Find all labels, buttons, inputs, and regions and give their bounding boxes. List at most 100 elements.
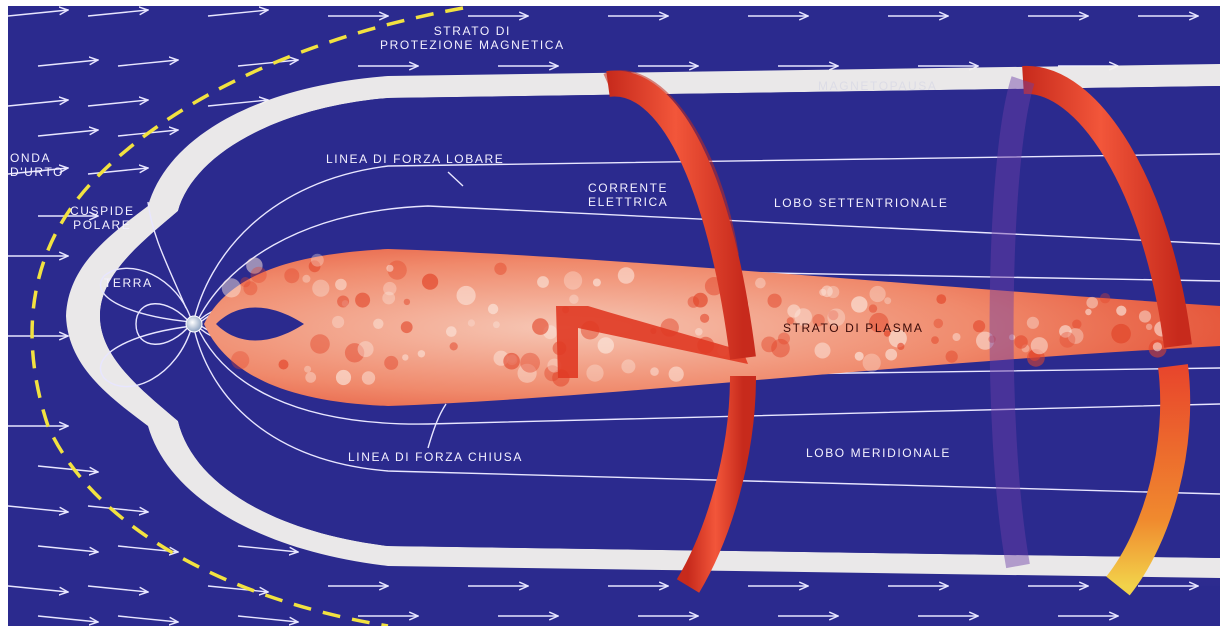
plasma-spot <box>695 328 703 336</box>
plasma-spot <box>304 366 311 373</box>
plasma-sheet-label: STRATO DI PLASMA <box>783 321 924 335</box>
plasma-spot <box>869 304 877 312</box>
plasma-spot <box>1085 309 1091 315</box>
north-lobe-label: LOBO SETTENTRIONALE <box>774 196 948 210</box>
plasma-spot <box>885 349 897 361</box>
plasma-spot <box>494 263 506 275</box>
plasma-spot <box>251 267 267 283</box>
polar-cusp-line-1: CUSPIDE <box>70 204 135 218</box>
plasma-spot <box>768 294 782 308</box>
plasma-spot <box>384 356 398 370</box>
bow-shock-line-2: D'URTO <box>10 165 64 179</box>
plasma-spot <box>373 319 383 329</box>
plasma-spot <box>855 352 864 361</box>
plasma-spot <box>851 296 867 312</box>
plasma-spot <box>468 319 475 326</box>
plasma-spot <box>243 281 257 295</box>
plasma-spot <box>457 286 476 305</box>
plasma-spot <box>335 279 347 291</box>
plasma-spot <box>1086 297 1098 309</box>
plasma-spot <box>1100 293 1110 303</box>
shield-layer-line-1: STRATO DI <box>380 24 565 38</box>
polar-cusp-label: CUSPIDE POLARE <box>70 204 135 232</box>
plasma-spot <box>586 365 603 382</box>
magnetosphere-diagram: STRATO DI PROTEZIONE MAGNETICA MAGNETOPA… <box>8 6 1220 626</box>
plasma-spot <box>503 353 520 370</box>
plasma-spot <box>446 326 457 337</box>
plasma-spot <box>422 274 438 290</box>
plasma-spot <box>312 280 329 297</box>
plasma-spot <box>598 337 614 353</box>
plasma-spot <box>1031 337 1048 354</box>
lobe-field-line-label: LINEA DI FORZA LOBARE <box>326 152 504 166</box>
plasma-spot <box>418 350 425 357</box>
plasma-spot <box>1116 306 1126 316</box>
plasma-spot <box>870 286 886 302</box>
plasma-spot <box>934 319 944 329</box>
south-lobe-label: LOBO MERIDIONALE <box>806 446 951 460</box>
plasma-spot <box>1014 335 1027 348</box>
magnetopause-label: MAGNETOPAUSA <box>818 79 937 93</box>
plasma-spot <box>1027 317 1039 329</box>
plasma-spot <box>1146 324 1152 330</box>
plasma-spot <box>819 289 826 296</box>
plasma-spot <box>693 293 708 308</box>
plasma-spot <box>222 278 241 297</box>
plasma-spot <box>1139 310 1151 322</box>
plasma-spot <box>827 286 839 298</box>
plasma-spot <box>1153 342 1162 351</box>
plasma-spot <box>336 370 351 385</box>
plasma-spot <box>488 304 498 314</box>
plasma-spot <box>1072 320 1081 329</box>
plasma-spot <box>863 354 881 372</box>
plasma-spot <box>520 353 540 373</box>
plasma-spot <box>669 367 684 382</box>
plasma-spot <box>358 341 374 357</box>
plasma-spot <box>332 316 344 328</box>
plasma-spot <box>936 294 946 304</box>
plasma-spot <box>897 343 904 350</box>
plasma-spot <box>284 268 299 283</box>
diagram-canvas <box>8 6 1220 626</box>
plasma-spot <box>564 271 582 289</box>
plasma-spot <box>401 321 413 333</box>
shield-layer-label: STRATO DI PROTEZIONE MAGNETICA <box>380 24 565 52</box>
plasma-spot <box>404 299 410 305</box>
plasma-spot <box>493 321 500 328</box>
plasma-spot <box>973 320 985 332</box>
plasma-spot <box>650 367 659 376</box>
plasma-spot <box>884 297 891 304</box>
current-line-1: CORRENTE <box>588 181 668 195</box>
plasma-spot <box>382 292 395 305</box>
plasma-spot <box>532 318 549 335</box>
plasma-spot <box>310 334 330 354</box>
plasma-spot <box>362 371 375 384</box>
plasma-spot <box>279 360 289 370</box>
plasma-spot <box>953 333 961 341</box>
plasma-spot <box>355 293 370 308</box>
plasma-spot <box>593 279 601 287</box>
plasma-spot <box>618 267 635 284</box>
plasma-spot <box>787 304 800 317</box>
plasma-spot <box>305 372 316 383</box>
plasma-spot <box>815 343 831 359</box>
earth-label: TERRA <box>104 276 153 290</box>
plasma-spot <box>1060 332 1076 348</box>
shield-layer-line-2: PROTEZIONE MAGNETICA <box>380 38 565 52</box>
closed-field-line-label: LINEA DI FORZA CHIUSA <box>348 450 523 464</box>
plasma-spot <box>946 351 958 363</box>
current-label: CORRENTE ELETTRICA <box>588 181 668 209</box>
plasma-spot <box>569 295 578 304</box>
plasma-spot <box>231 351 249 369</box>
plasma-spot <box>537 276 549 288</box>
plasma-spot <box>1111 324 1131 344</box>
plasma-spot <box>621 359 635 373</box>
earth-icon <box>186 316 202 332</box>
plasma-spot <box>931 336 939 344</box>
plasma-spot <box>386 265 393 272</box>
bow-shock-line-1: ONDA <box>10 151 64 165</box>
plasma-spot <box>302 275 310 283</box>
plasma-spot <box>337 296 349 308</box>
polar-cusp-line-2: POLARE <box>70 218 135 232</box>
bow-shock-label: ONDA D'URTO <box>10 151 64 179</box>
